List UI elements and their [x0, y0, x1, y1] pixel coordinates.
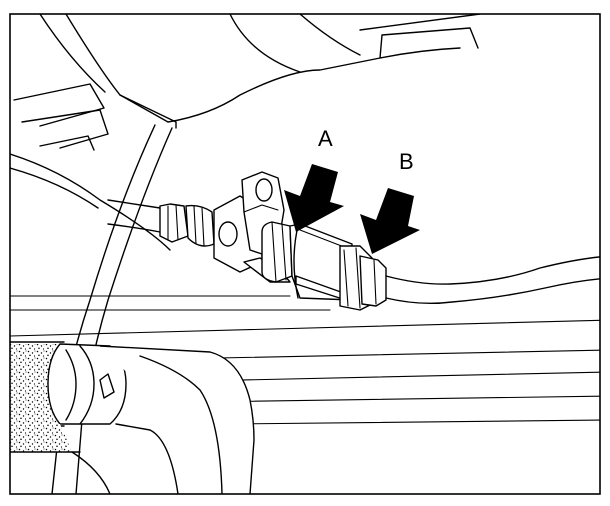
callout-label-b: B — [399, 149, 414, 174]
drawing-content — [10, 14, 600, 494]
figure-frame — [9, 13, 601, 495]
callout-label-a: A — [318, 126, 333, 151]
lower-hose-assembly — [10, 341, 255, 494]
callout-arrow-a — [284, 164, 344, 232]
callout-arrow-b — [360, 188, 420, 254]
rubber-fuel-hose — [107, 199, 215, 247]
upper-structure — [10, 14, 481, 251]
rigid-fuel-line — [385, 256, 600, 305]
nut-fitting-b — [339, 245, 387, 311]
quick-connector-a — [261, 221, 353, 303]
